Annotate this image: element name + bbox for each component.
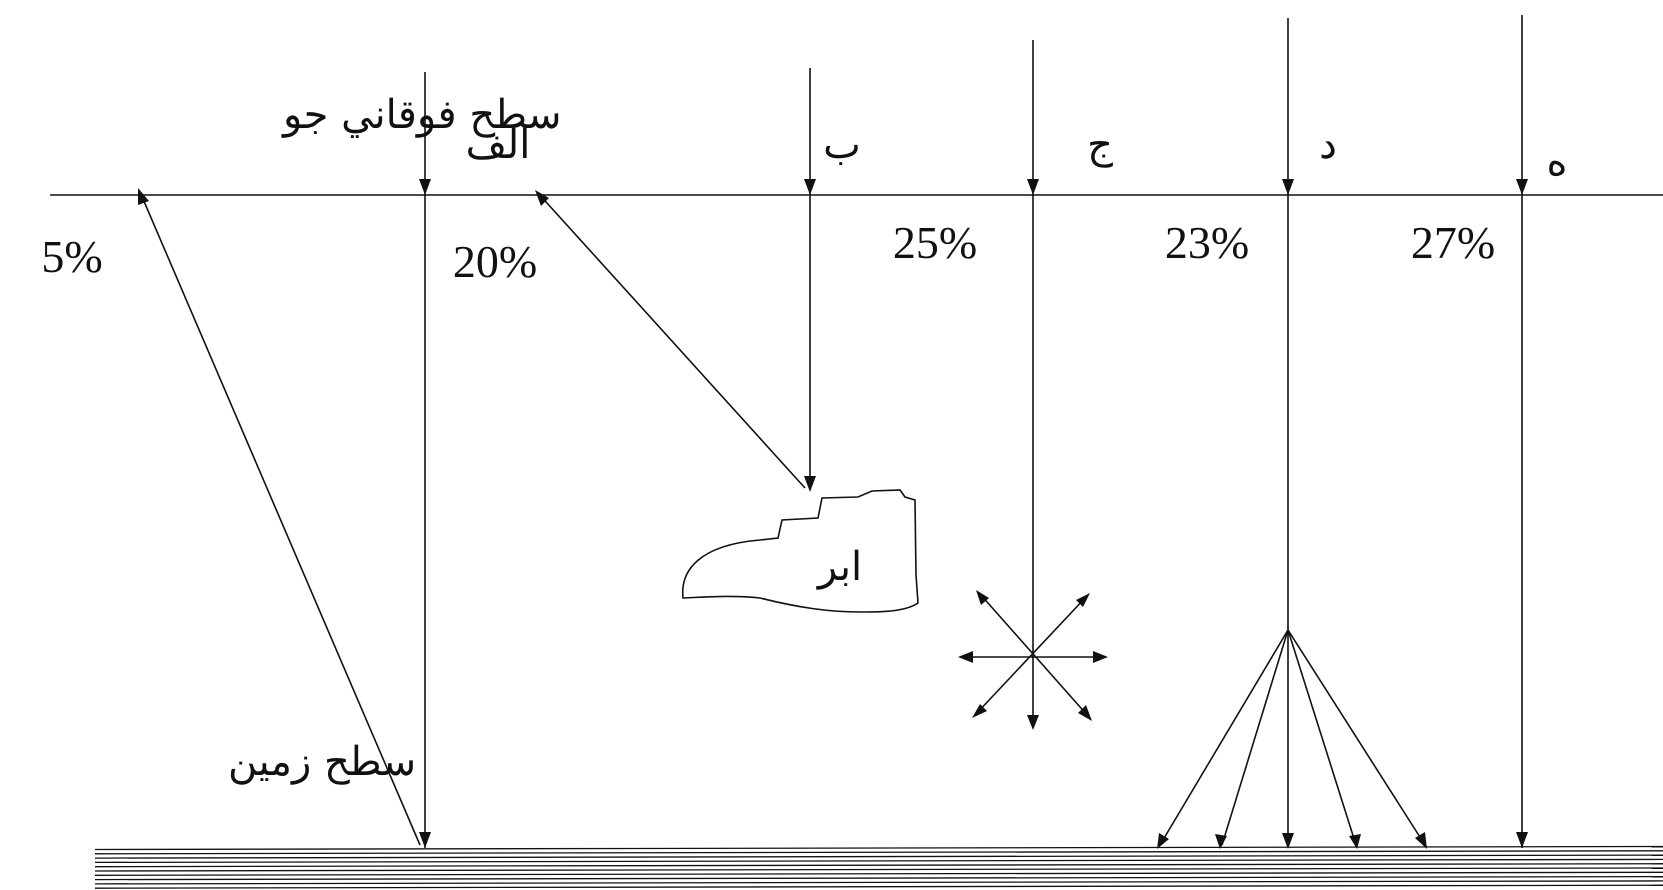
ground-hatch-line <box>95 855 1663 858</box>
top-arrow-heads <box>419 179 1528 195</box>
fan-ray-5 <box>1288 630 1425 845</box>
path-letter-be: ب <box>823 122 861 168</box>
ground-hatch-line <box>95 868 1663 871</box>
incoming-rays <box>425 15 1522 848</box>
percent-he: 27% <box>1411 217 1495 268</box>
ground-hatch-line <box>95 872 1663 875</box>
scatter-diag-2 <box>976 597 1086 714</box>
ground-hatch-line <box>95 859 1663 862</box>
arrowhead-ground-reflected <box>138 188 149 205</box>
arrowhead-alef-top <box>419 179 431 195</box>
fan-ray-2 <box>1222 630 1288 845</box>
ground-hatch-line <box>95 847 1663 850</box>
ground-hatch-line <box>95 881 1663 884</box>
ground-hatch-line <box>95 885 1663 888</box>
scatter-arrow-dl <box>972 704 987 718</box>
path-letter-alef: الف <box>466 122 531 168</box>
fan-arrowhead-1 <box>1157 833 1169 849</box>
scatter-arrow-left <box>958 651 973 663</box>
ground-hatching <box>95 847 1663 889</box>
cloud-label: ابر <box>816 544 862 590</box>
scatter-star <box>958 568 1108 730</box>
fan-ray-4 <box>1288 630 1356 845</box>
arrowhead-he-ground <box>1516 832 1528 848</box>
percent-be: 25% <box>893 217 977 268</box>
ground-surface-label: سطح زمين <box>228 739 416 785</box>
scatter-arrow-right <box>1093 651 1108 663</box>
arrowhead-jim-top <box>1027 179 1039 195</box>
path-letter-jim: ج <box>1087 122 1113 168</box>
percent-alef: 20% <box>453 236 537 287</box>
cloud-shape <box>683 490 918 612</box>
ground-hatch-line <box>95 877 1663 880</box>
ray-be-reflected <box>537 192 805 488</box>
path-letter-dal: د <box>1319 122 1337 168</box>
fan-ray-1 <box>1160 630 1288 845</box>
ground-hatch-line <box>95 851 1663 854</box>
arrowhead-be-top <box>804 179 816 195</box>
reflected-percent: 5% <box>41 231 102 282</box>
percent-dal: 23% <box>1165 217 1249 268</box>
scatter-arrow-down <box>1027 715 1039 730</box>
path-letter-he: ه <box>1547 139 1568 185</box>
arrowhead-he-top <box>1516 179 1528 195</box>
ground-hatch-line <box>95 864 1663 867</box>
arrowhead-alef-ground <box>419 832 431 848</box>
arrowhead-be-cloud <box>804 476 816 492</box>
arrowhead-dal-top <box>1282 179 1294 195</box>
diffuse-fan <box>1157 630 1427 849</box>
